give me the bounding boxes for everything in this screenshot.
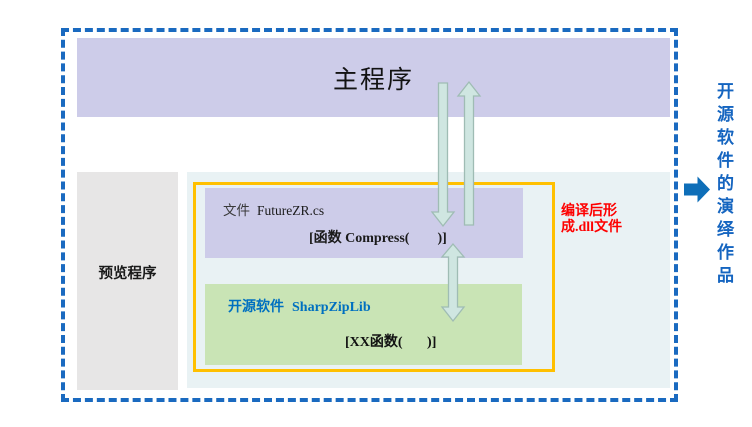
- compile-note: 编译后形 成.dll文件: [561, 204, 657, 236]
- oss-name: SharpZipLib: [292, 300, 371, 315]
- file-name: FutureZR.cs: [257, 203, 325, 218]
- file-label: 文件: [223, 203, 250, 218]
- preview-program-label: 预览程序: [98, 265, 157, 282]
- file-box-title: 文件 FutureZR.cs: [223, 199, 324, 219]
- program-boundary-box: [61, 28, 678, 402]
- derivative-work-label: 开源软件的演绎作品: [714, 82, 733, 289]
- compile-note-line2: 成.dll文件: [561, 220, 623, 235]
- oss-box-title: 开源软件 SharpZipLib: [228, 296, 371, 316]
- derivative-right-arrow-icon: [684, 176, 710, 203]
- oss-label: 开源软件: [228, 300, 284, 315]
- dll-outline-box: [193, 182, 555, 372]
- compile-note-line1: 编译后形: [561, 204, 617, 219]
- compress-function-label: [函数 Compress( )]: [309, 231, 447, 246]
- sharpziplib-box: 开源软件 SharpZipLib [XX函数( )]: [205, 284, 522, 365]
- xx-function-label: [XX函数( )]: [345, 335, 437, 350]
- main-program-label: 主程序: [332, 66, 414, 94]
- main-program-box: 主程序: [77, 38, 670, 117]
- preview-program-box: 预览程序: [77, 172, 178, 390]
- futurezr-file-box: 文件 FutureZR.cs [函数 Compress( )]: [205, 188, 523, 258]
